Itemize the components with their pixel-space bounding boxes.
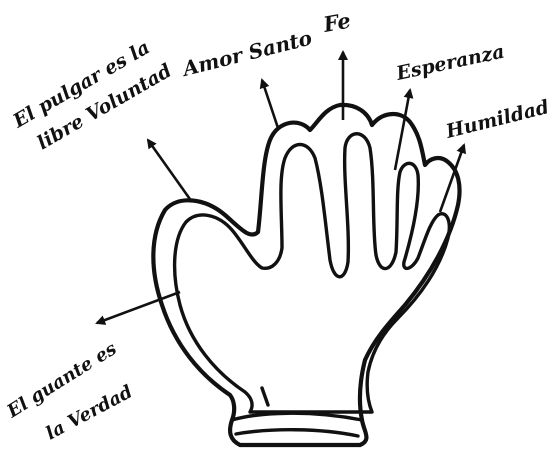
ring-arrow <box>395 90 410 170</box>
glove-outline <box>153 105 459 445</box>
label-little: Humildad <box>443 96 551 143</box>
index-arrow <box>262 80 278 128</box>
thumb-arrow <box>148 140 192 202</box>
cuff-detail-lower <box>236 430 358 436</box>
hand-outline <box>175 134 450 412</box>
cuff-detail-mark <box>262 388 268 405</box>
cuff-detail <box>232 413 362 420</box>
label-middle: Fe <box>321 8 353 38</box>
label-ring: Esperanza <box>393 41 506 86</box>
label-index: Amor Santo <box>178 26 314 82</box>
